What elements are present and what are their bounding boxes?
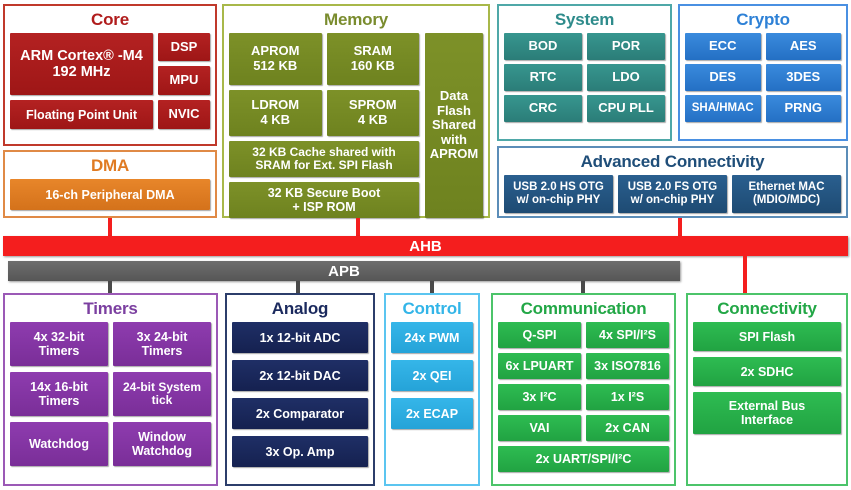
bus-apb[interactable]: APB	[8, 261, 680, 281]
connector-apb-to-timers	[108, 281, 112, 293]
block-vai[interactable]: VAI	[498, 415, 581, 441]
block-nvic[interactable]: NVIC	[158, 100, 210, 129]
block-sha-hmac[interactable]: SHA/HMAC	[685, 95, 761, 122]
panel-title-connectivity: Connectivity	[717, 299, 817, 318]
panel-communication: Communication Q-SPI 4x SPI/I²S 6x LPUART…	[491, 293, 676, 486]
block-can[interactable]: 2x CAN	[586, 415, 669, 441]
panel-title-system: System	[554, 10, 615, 29]
block-external-bus-interface[interactable]: External Bus Interface	[693, 392, 841, 434]
block-comparator[interactable]: 2x Comparator	[232, 398, 368, 429]
panel-title-memory: Memory	[324, 10, 388, 29]
block-sdhc[interactable]: 2x SDHC	[693, 357, 841, 386]
connector-core-to-ahb	[108, 218, 112, 236]
connector-apb-to-analog	[296, 281, 300, 293]
panel-advanced-connectivity: Advanced Connectivity USB 2.0 HS OTG w/ …	[497, 146, 848, 218]
block-i2c[interactable]: 3x I²C	[498, 384, 581, 410]
block-aes[interactable]: AES	[765, 33, 841, 60]
panel-title-timers: Timers	[83, 299, 138, 318]
block-window-watchdog[interactable]: Window Watchdog	[113, 422, 211, 466]
connector-memory-to-ahb	[356, 218, 360, 236]
panel-control: Control 24x PWM 2x QEI 2x ECAP	[384, 293, 480, 486]
block-lpuart[interactable]: 6x LPUART	[498, 353, 581, 379]
block-aprom[interactable]: APROM 512 KB	[229, 33, 322, 85]
bus-ahb-label: AHB	[409, 237, 442, 255]
panel-analog: Analog 1x 12-bit ADC 2x 12-bit DAC 2x Co…	[225, 293, 375, 486]
block-peripheral-dma[interactable]: 16-ch Peripheral DMA	[10, 179, 210, 210]
block-cpu-pll[interactable]: CPU PLL	[587, 95, 665, 122]
block-spi-i2s[interactable]: 4x SPI/I²S	[586, 322, 669, 348]
block-24bit-system-tick[interactable]: 24-bit System tick	[113, 372, 211, 416]
panel-title-advanced-connectivity: Advanced Connectivity	[580, 152, 765, 171]
block-op-amp[interactable]: 3x Op. Amp	[232, 436, 368, 467]
block-rtc[interactable]: RTC	[504, 64, 582, 91]
block-dsp[interactable]: DSP	[158, 33, 210, 61]
panel-system: System BOD POR RTC LDO CRC CPU PLL	[497, 4, 672, 141]
block-14x-16bit-timers[interactable]: 14x 16-bit Timers	[10, 372, 108, 416]
block-usb-hs-otg[interactable]: USB 2.0 HS OTG w/ on-chip PHY	[504, 175, 613, 213]
block-i2s[interactable]: 1x I²S	[586, 384, 669, 410]
block-3des[interactable]: 3DES	[765, 64, 841, 91]
block-uart-spi-i2c[interactable]: 2x UART/SPI/I²C	[498, 446, 669, 472]
block-ldo[interactable]: LDO	[587, 64, 665, 91]
block-bod[interactable]: BOD	[504, 33, 582, 60]
block-3x-24bit-timers[interactable]: 3x 24-bit Timers	[113, 322, 211, 366]
block-mpu[interactable]: MPU	[158, 66, 210, 95]
block-ldrom[interactable]: LDROM 4 KB	[229, 90, 322, 136]
block-iso7816[interactable]: 3x ISO7816	[586, 353, 669, 379]
block-secure-boot-isp-rom[interactable]: 32 KB Secure Boot + ISP ROM	[229, 182, 419, 218]
block-ecc[interactable]: ECC	[685, 33, 761, 60]
block-sprom[interactable]: SPROM 4 KB	[326, 90, 419, 136]
block-data-flash-shared-aprom[interactable]: Data Flash Shared with APROM	[425, 33, 483, 218]
panel-connectivity: Connectivity SPI Flash 2x SDHC External …	[686, 293, 848, 486]
block-usb-fs-otg[interactable]: USB 2.0 FS OTG w/ on-chip PHY	[618, 175, 727, 213]
connector-ahb-to-connectivity	[743, 256, 747, 293]
block-arm-cortex-m4[interactable]: ARM Cortex® -M4 192 MHz	[10, 33, 153, 95]
connector-apb-to-communication	[581, 281, 585, 293]
block-dac[interactable]: 2x 12-bit DAC	[232, 360, 368, 391]
connector-advanced-connectivity-to-ahb	[678, 218, 682, 236]
panel-crypto: Crypto ECC AES DES 3DES SHA/HMAC PRNG	[678, 4, 848, 141]
block-cache-shared-sram[interactable]: 32 KB Cache shared with SRAM for Ext. SP…	[229, 141, 419, 177]
block-sram[interactable]: SRAM 160 KB	[326, 33, 419, 85]
panel-timers: Timers 4x 32-bit Timers 3x 24-bit Timers…	[3, 293, 218, 486]
block-ecap[interactable]: 2x ECAP	[391, 398, 473, 429]
block-qspi[interactable]: Q-SPI	[498, 322, 581, 348]
bus-ahb[interactable]: AHB	[3, 236, 848, 256]
block-por[interactable]: POR	[587, 33, 665, 60]
block-ethernet-mac[interactable]: Ethernet MAC (MDIO/MDC)	[732, 175, 841, 213]
panel-title-communication: Communication	[520, 299, 647, 318]
block-crc[interactable]: CRC	[504, 95, 582, 122]
block-spi-flash[interactable]: SPI Flash	[693, 322, 841, 351]
bus-apb-label: APB	[328, 262, 360, 280]
panel-title-crypto: Crypto	[736, 10, 790, 29]
panel-title-core: Core	[91, 10, 129, 29]
block-pwm[interactable]: 24x PWM	[391, 322, 473, 353]
block-adc[interactable]: 1x 12-bit ADC	[232, 322, 368, 353]
panel-core: Core ARM Cortex® -M4 192 MHz Floating Po…	[3, 4, 217, 146]
block-prng[interactable]: PRNG	[765, 95, 841, 122]
panel-title-analog: Analog	[271, 299, 329, 318]
panel-title-dma: DMA	[90, 156, 130, 175]
block-4x-32bit-timers[interactable]: 4x 32-bit Timers	[10, 322, 108, 366]
panel-dma: DMA 16-ch Peripheral DMA	[3, 150, 217, 218]
block-des[interactable]: DES	[685, 64, 761, 91]
block-watchdog[interactable]: Watchdog	[10, 422, 108, 466]
panel-memory: Memory APROM 512 KB SRAM 160 KB LDROM 4 …	[222, 4, 490, 218]
connector-apb-to-control	[430, 281, 434, 293]
block-floating-point-unit[interactable]: Floating Point Unit	[10, 100, 153, 129]
panel-title-control: Control	[402, 299, 462, 318]
block-qei[interactable]: 2x QEI	[391, 360, 473, 391]
